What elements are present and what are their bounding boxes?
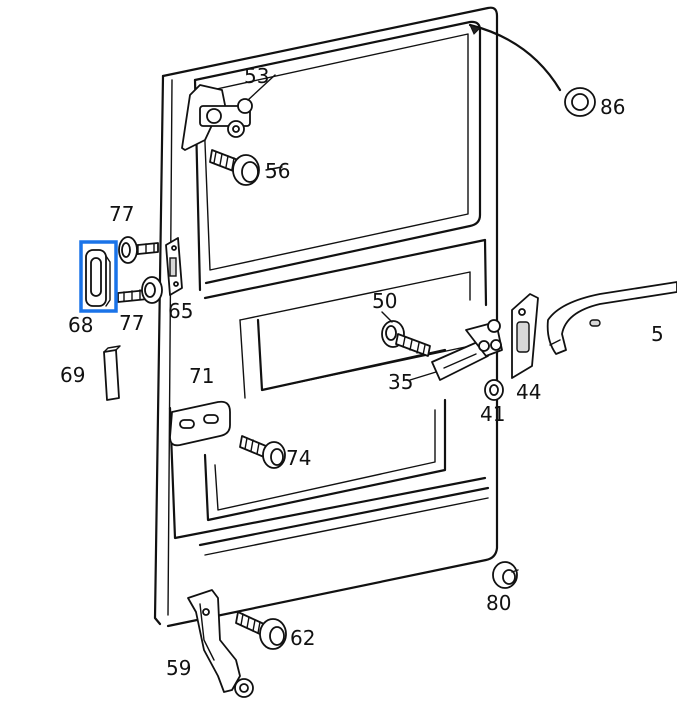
part-62-bolt xyxy=(235,611,287,650)
label-56: 56 xyxy=(265,159,290,183)
part-68-bracket xyxy=(85,249,111,307)
label-53: 53 xyxy=(244,64,269,88)
label-86: 86 xyxy=(600,95,625,119)
part-68-highlight-box xyxy=(79,240,118,313)
part-56-bolt xyxy=(209,149,260,186)
label-65: 65 xyxy=(168,299,193,323)
part-77-lower-bolt xyxy=(117,276,163,304)
part-77-upper-bolt xyxy=(118,236,159,264)
part-44-bracket xyxy=(511,293,539,379)
callout-labels: 53 86 56 77 68 77 65 50 5 69 71 35 44 41… xyxy=(60,64,664,680)
part-65-striker xyxy=(165,237,183,296)
part-74-bolt xyxy=(239,435,286,469)
part-53-upper-hinge xyxy=(181,74,276,151)
part-71-handle xyxy=(169,400,231,447)
label-80: 80 xyxy=(486,591,511,615)
leader-lines xyxy=(265,166,437,381)
label-68: 68 xyxy=(68,313,93,337)
label-77-lower: 77 xyxy=(119,311,144,335)
label-74: 74 xyxy=(286,446,311,470)
label-69: 69 xyxy=(60,363,85,387)
label-41: 41 xyxy=(480,402,505,426)
part-69-strip xyxy=(103,345,121,401)
part-86-grommet xyxy=(468,23,596,117)
door-panel xyxy=(153,6,499,628)
part-5-rail xyxy=(546,281,677,355)
label-71: 71 xyxy=(189,364,214,388)
part-80-bumper xyxy=(492,561,519,589)
part-35-latch xyxy=(431,319,503,381)
label-44: 44 xyxy=(516,380,541,404)
part-59-lower-hinge xyxy=(187,589,254,698)
label-62: 62 xyxy=(290,626,315,650)
part-41-washer xyxy=(484,379,504,401)
label-5: 5 xyxy=(651,322,664,346)
label-77-upper: 77 xyxy=(109,202,134,226)
label-50: 50 xyxy=(372,289,397,313)
label-59: 59 xyxy=(166,656,191,680)
part-50-bolt xyxy=(381,320,431,357)
label-35: 35 xyxy=(388,370,413,394)
